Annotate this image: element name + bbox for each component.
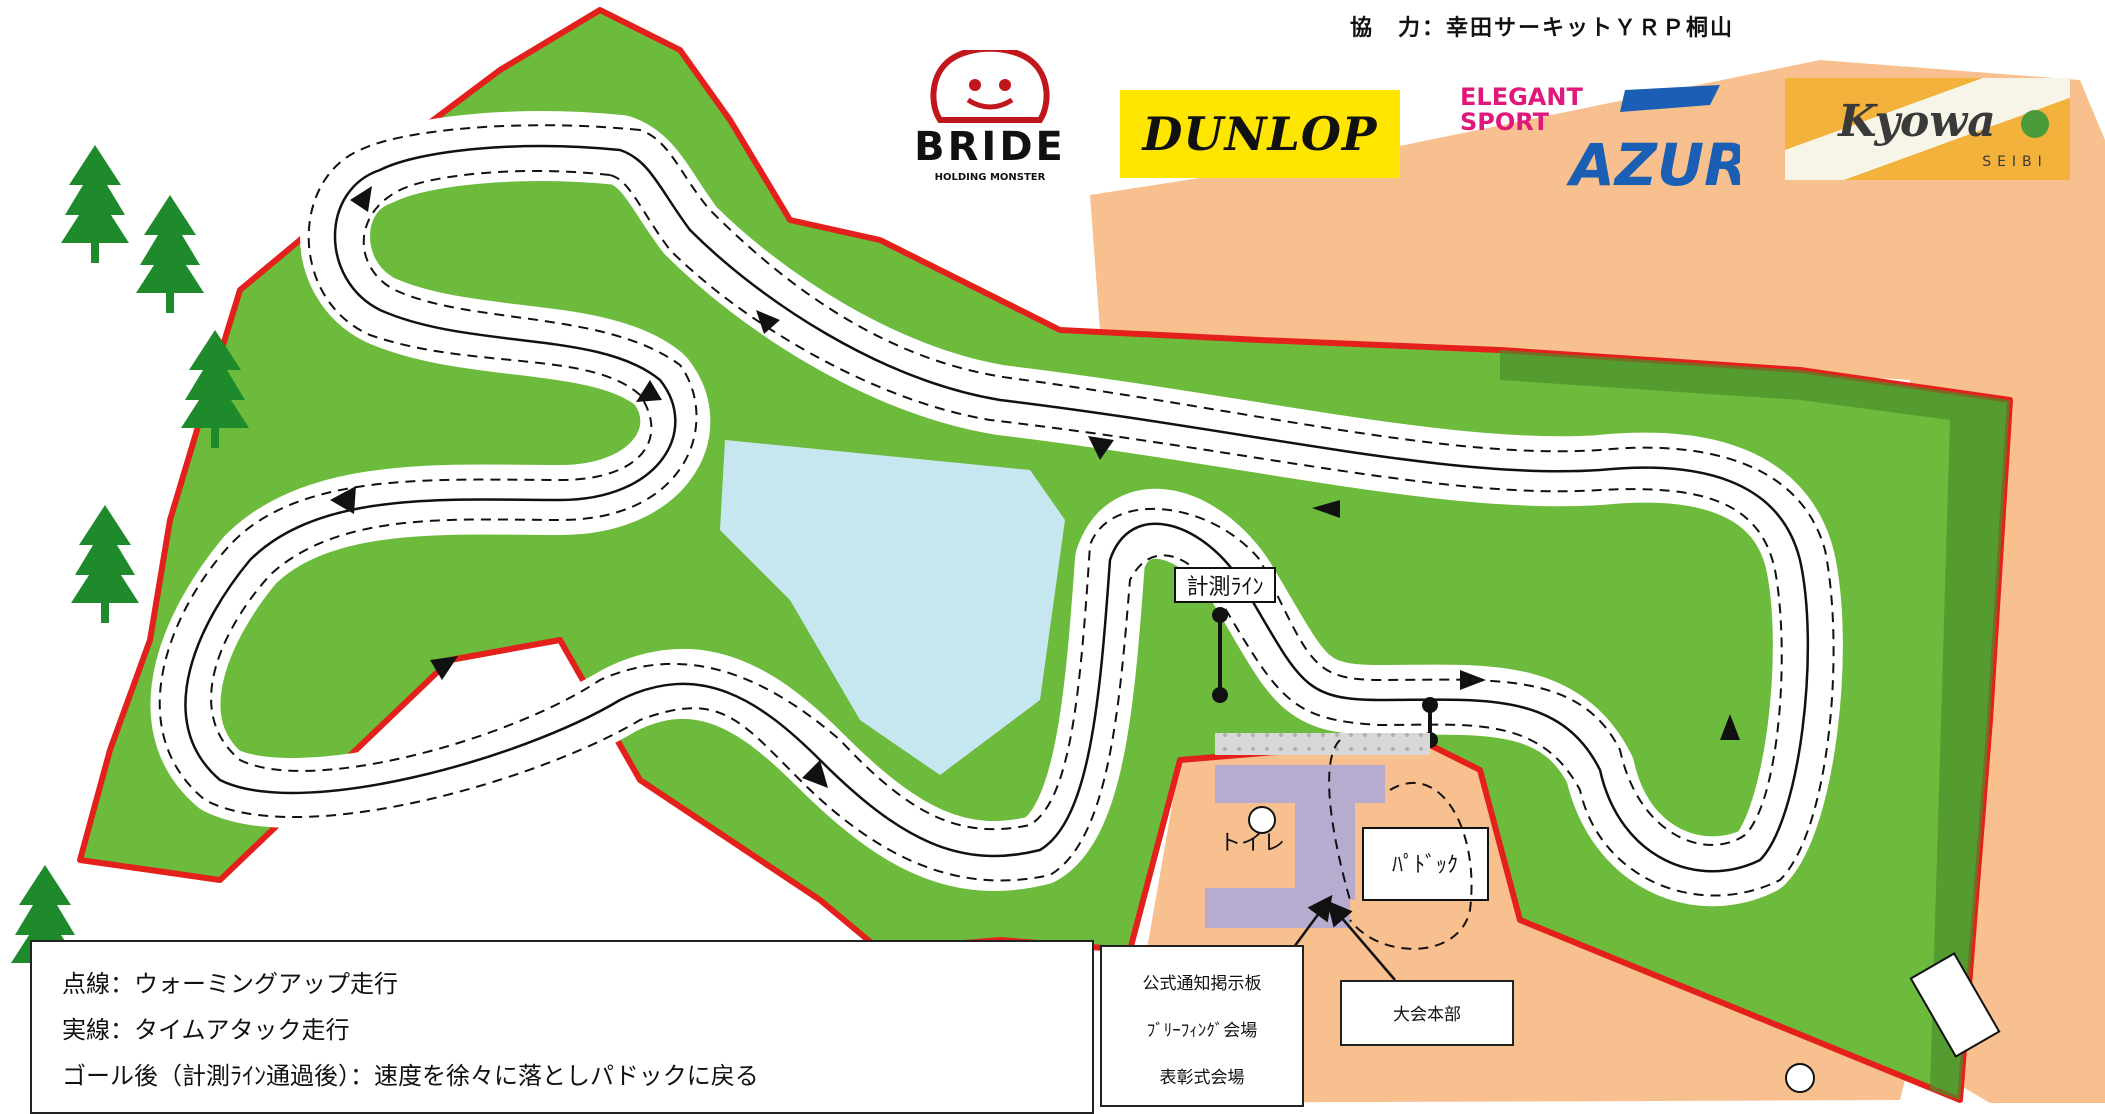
bride-tagline: HOLDING MONSTER	[935, 172, 1046, 183]
hq-box: 大会本部	[1340, 980, 1514, 1046]
elegant-text: ELEGANT	[1460, 83, 1583, 111]
paddock-return-path	[1328, 739, 1473, 950]
kyowa-name: Kyowa	[1836, 96, 1996, 147]
info-line-notice: 公式通知掲示板	[1142, 974, 1262, 994]
warmup-line-outer	[158, 124, 1835, 897]
azur-name: AZUR	[1566, 131, 1740, 190]
toilet-label: トイレ	[1219, 831, 1285, 856]
legend-box: 点線：ウォーミングアップ走行 実線：タイムアタック走行 ゴール後（計測ﾗｲﾝ通過…	[30, 940, 1094, 1114]
legend-after-goal: ゴール後（計測ﾗｲﾝ通過後）：速度を徐々に落としパドックに戻る	[62, 1062, 759, 1090]
timing-line-label: 計測ﾗｲﾝ	[1186, 575, 1263, 600]
tree-icon	[136, 195, 204, 313]
toilet-marker	[1248, 806, 1276, 834]
dunlop-name: DUNLOP	[1142, 107, 1378, 161]
paved-apron	[1090, 60, 2105, 1103]
tree-icon	[61, 145, 129, 263]
info-line-awards: 表彰式会場	[1159, 1068, 1245, 1088]
paddock-gate	[1215, 733, 1430, 755]
legend-dashed: 点線：ウォーミングアップ走行	[62, 970, 398, 998]
paddock-label-box	[1362, 827, 1489, 901]
bride-name: BRIDE	[914, 124, 1066, 170]
info-line-briefing: ﾌﾞﾘｰﾌｨﾝｸﾞ会場	[1146, 1021, 1258, 1041]
dunlop-logo: DUNLOP	[1120, 90, 1400, 178]
bottom-right-structure	[1909, 952, 2001, 1058]
paddock-label: ﾊﾟﾄﾞｯｸ	[1392, 853, 1458, 878]
kyowa-sub: SEIBI	[1982, 154, 2048, 170]
pointer-hq	[1326, 900, 1396, 981]
sport-text: SPORT	[1460, 108, 1550, 136]
azur-logo: ELEGANT SPORT AZUR	[1460, 80, 1740, 190]
tree-icon	[181, 330, 249, 448]
cooperation-credit: 協 力：幸田サーキットＹＲＰ桐山	[1350, 16, 1735, 41]
hq-label: 大会本部	[1393, 1005, 1461, 1025]
pond	[720, 440, 1065, 775]
time-attack-line	[184, 144, 1810, 873]
kyowa-logo: Kyowa SEIBI	[1785, 78, 2070, 180]
info-board-box: 公式通知掲示板 ﾌﾞﾘｰﾌｨﾝｸﾞ会場 表彰式会場	[1100, 945, 1304, 1107]
direction-arrows	[330, 186, 1740, 788]
bottom-right-marker	[1785, 1063, 1815, 1093]
bride-logo: BRIDE HOLDING MONSTER	[890, 50, 1090, 195]
tree-icon	[71, 505, 139, 623]
warmup-line-inner	[210, 169, 1783, 846]
legend-solid: 実線：タイムアタック走行	[62, 1016, 350, 1044]
timing-line-label-box	[1174, 567, 1276, 603]
